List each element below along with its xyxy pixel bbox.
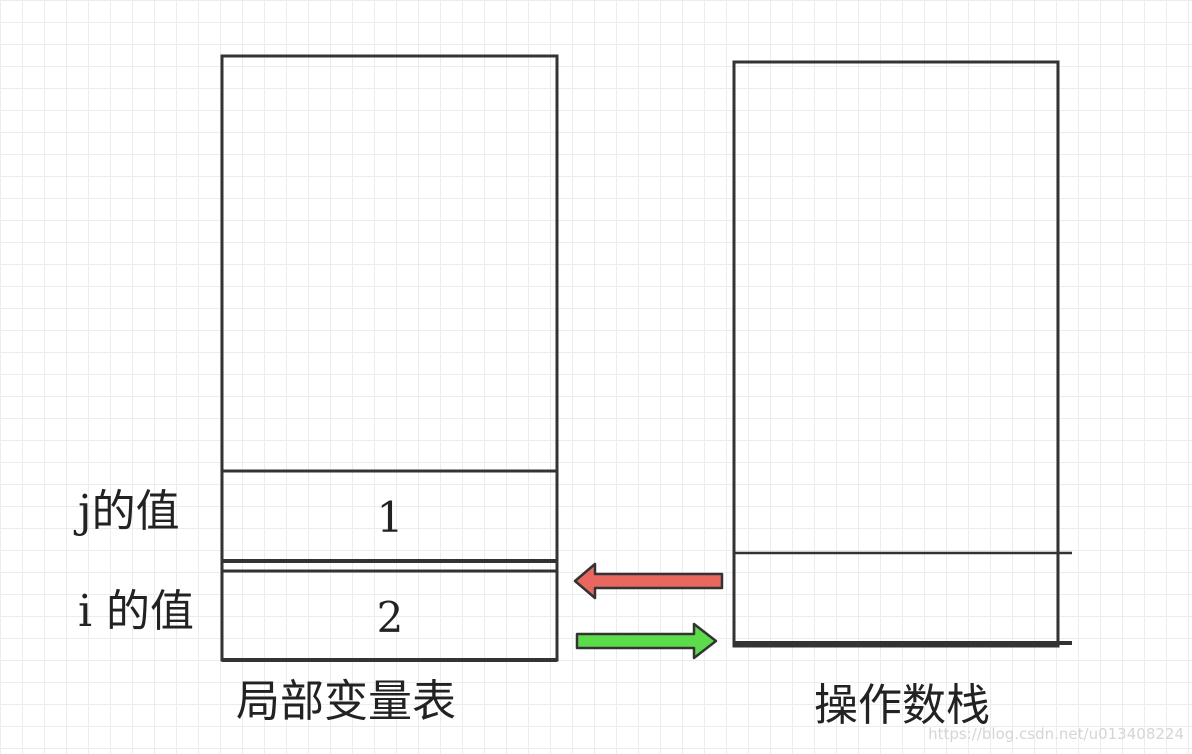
arrow-left-red bbox=[573, 562, 724, 600]
slot-value-j: 1 bbox=[376, 493, 404, 542]
local-variable-table-title: 局部变量表 bbox=[236, 676, 456, 727]
slot-label-i: i 的值 bbox=[78, 586, 195, 637]
watermark-text: https://blog.csdn.net/u013408224 bbox=[928, 725, 1184, 743]
operand-stack-title: 操作数栈 bbox=[814, 680, 990, 731]
arrow-right-green bbox=[575, 622, 718, 660]
operand-stack-box bbox=[732, 60, 1060, 648]
slot-value-i: 2 bbox=[376, 593, 404, 642]
local-variable-table-box bbox=[220, 54, 559, 662]
slot-label-j: j的值 bbox=[78, 486, 180, 537]
